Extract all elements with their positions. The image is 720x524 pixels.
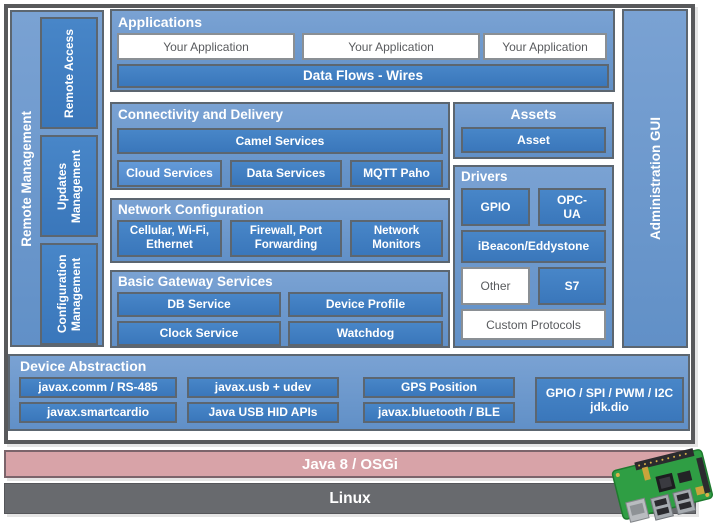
data-flows-wires-bar: Data Flows - Wires (117, 64, 609, 88)
sidebar-item-updates-management: Updates Management (40, 135, 98, 237)
sidebar-item-remote-access: Remote Access (40, 17, 98, 129)
your-application-box-1: Your Application (117, 33, 295, 60)
network-configuration-title: Network Configuration (118, 202, 264, 217)
your-application-box-3: Your Application (483, 33, 607, 60)
javax-smartcardio-box: javax.smartcardio (19, 402, 177, 423)
mqtt-paho-box: MQTT Paho (350, 160, 443, 187)
your-application-box-2: Your Application (302, 33, 480, 60)
java-osgi-bar: Java 8 / OSGi (4, 450, 696, 478)
drivers-panel: Drivers GPIO OPC-UA iBeacon/Eddystone Ot… (453, 165, 614, 348)
remote-management-title: Remote Management (18, 110, 34, 247)
clock-service-box: Clock Service (117, 321, 281, 346)
administration-gui-title: Administration GUI (647, 116, 663, 240)
device-abstraction-panel: Device Abstraction javax.comm / RS-485 j… (8, 354, 690, 431)
administration-gui-panel: Administration GUI (622, 9, 688, 348)
linux-bar: Linux (4, 483, 696, 514)
gpio-spi-pwm-i2c-box: GPIO / SPI / PWM / I2C jdk.dio (535, 377, 684, 423)
device-profile-box: Device Profile (288, 292, 443, 317)
s7-driver-box: S7 (538, 267, 606, 305)
custom-protocols-box: Custom Protocols (461, 309, 606, 340)
watchdog-box: Watchdog (288, 321, 443, 346)
db-service-box: DB Service (117, 292, 281, 317)
javax-bluetooth-ble-box: javax.bluetooth / BLE (363, 402, 515, 423)
device-abstraction-title: Device Abstraction (20, 358, 147, 374)
remote-management-panel: Remote Management Remote Access Updates … (10, 10, 104, 347)
data-services-box: Data Services (230, 160, 342, 187)
javax-usb-udev-box: javax.usb + udev (187, 377, 339, 398)
camel-services-bar: Camel Services (117, 128, 443, 154)
connectivity-panel: Connectivity and Delivery Camel Services… (110, 102, 450, 190)
basic-gateway-services-title: Basic Gateway Services (118, 274, 273, 289)
other-driver-box: Other (461, 267, 530, 305)
javax-comm-rs485-box: javax.comm / RS-485 (19, 377, 177, 398)
cloud-services-box: Cloud Services (117, 160, 222, 187)
remote-management-title-strip: Remote Management (12, 12, 40, 345)
applications-title: Applications (118, 14, 203, 30)
basic-gateway-services-panel: Basic Gateway Services DB Service Device… (110, 270, 450, 348)
gps-position-box: GPS Position (363, 377, 515, 398)
java-usb-hid-apis-box: Java USB HID APIs (187, 402, 339, 423)
network-configuration-panel: Network Configuration Cellular, Wi-Fi, E… (110, 198, 450, 263)
raspberry-pi-image (611, 448, 714, 523)
ibeacon-eddystone-driver-box: iBeacon/Eddystone (461, 230, 606, 263)
asset-box: Asset (461, 127, 606, 153)
cellular-wifi-ethernet-box: Cellular, Wi-Fi, Ethernet (117, 220, 222, 257)
drivers-title: Drivers (461, 169, 508, 184)
opc-ua-driver-box: OPC-UA (538, 188, 606, 226)
connectivity-title: Connectivity and Delivery (118, 107, 284, 122)
applications-panel: Applications Your Application Your Appli… (110, 9, 615, 92)
sidebar-item-configuration-management: Configuration Management (40, 243, 98, 345)
assets-panel: Assets Asset (453, 102, 614, 159)
network-monitors-box: Network Monitors (350, 220, 443, 257)
assets-title: Assets (510, 106, 557, 122)
gpio-driver-box: GPIO (461, 188, 530, 226)
firewall-port-forwarding-box: Firewall, Port Forwarding (230, 220, 342, 257)
